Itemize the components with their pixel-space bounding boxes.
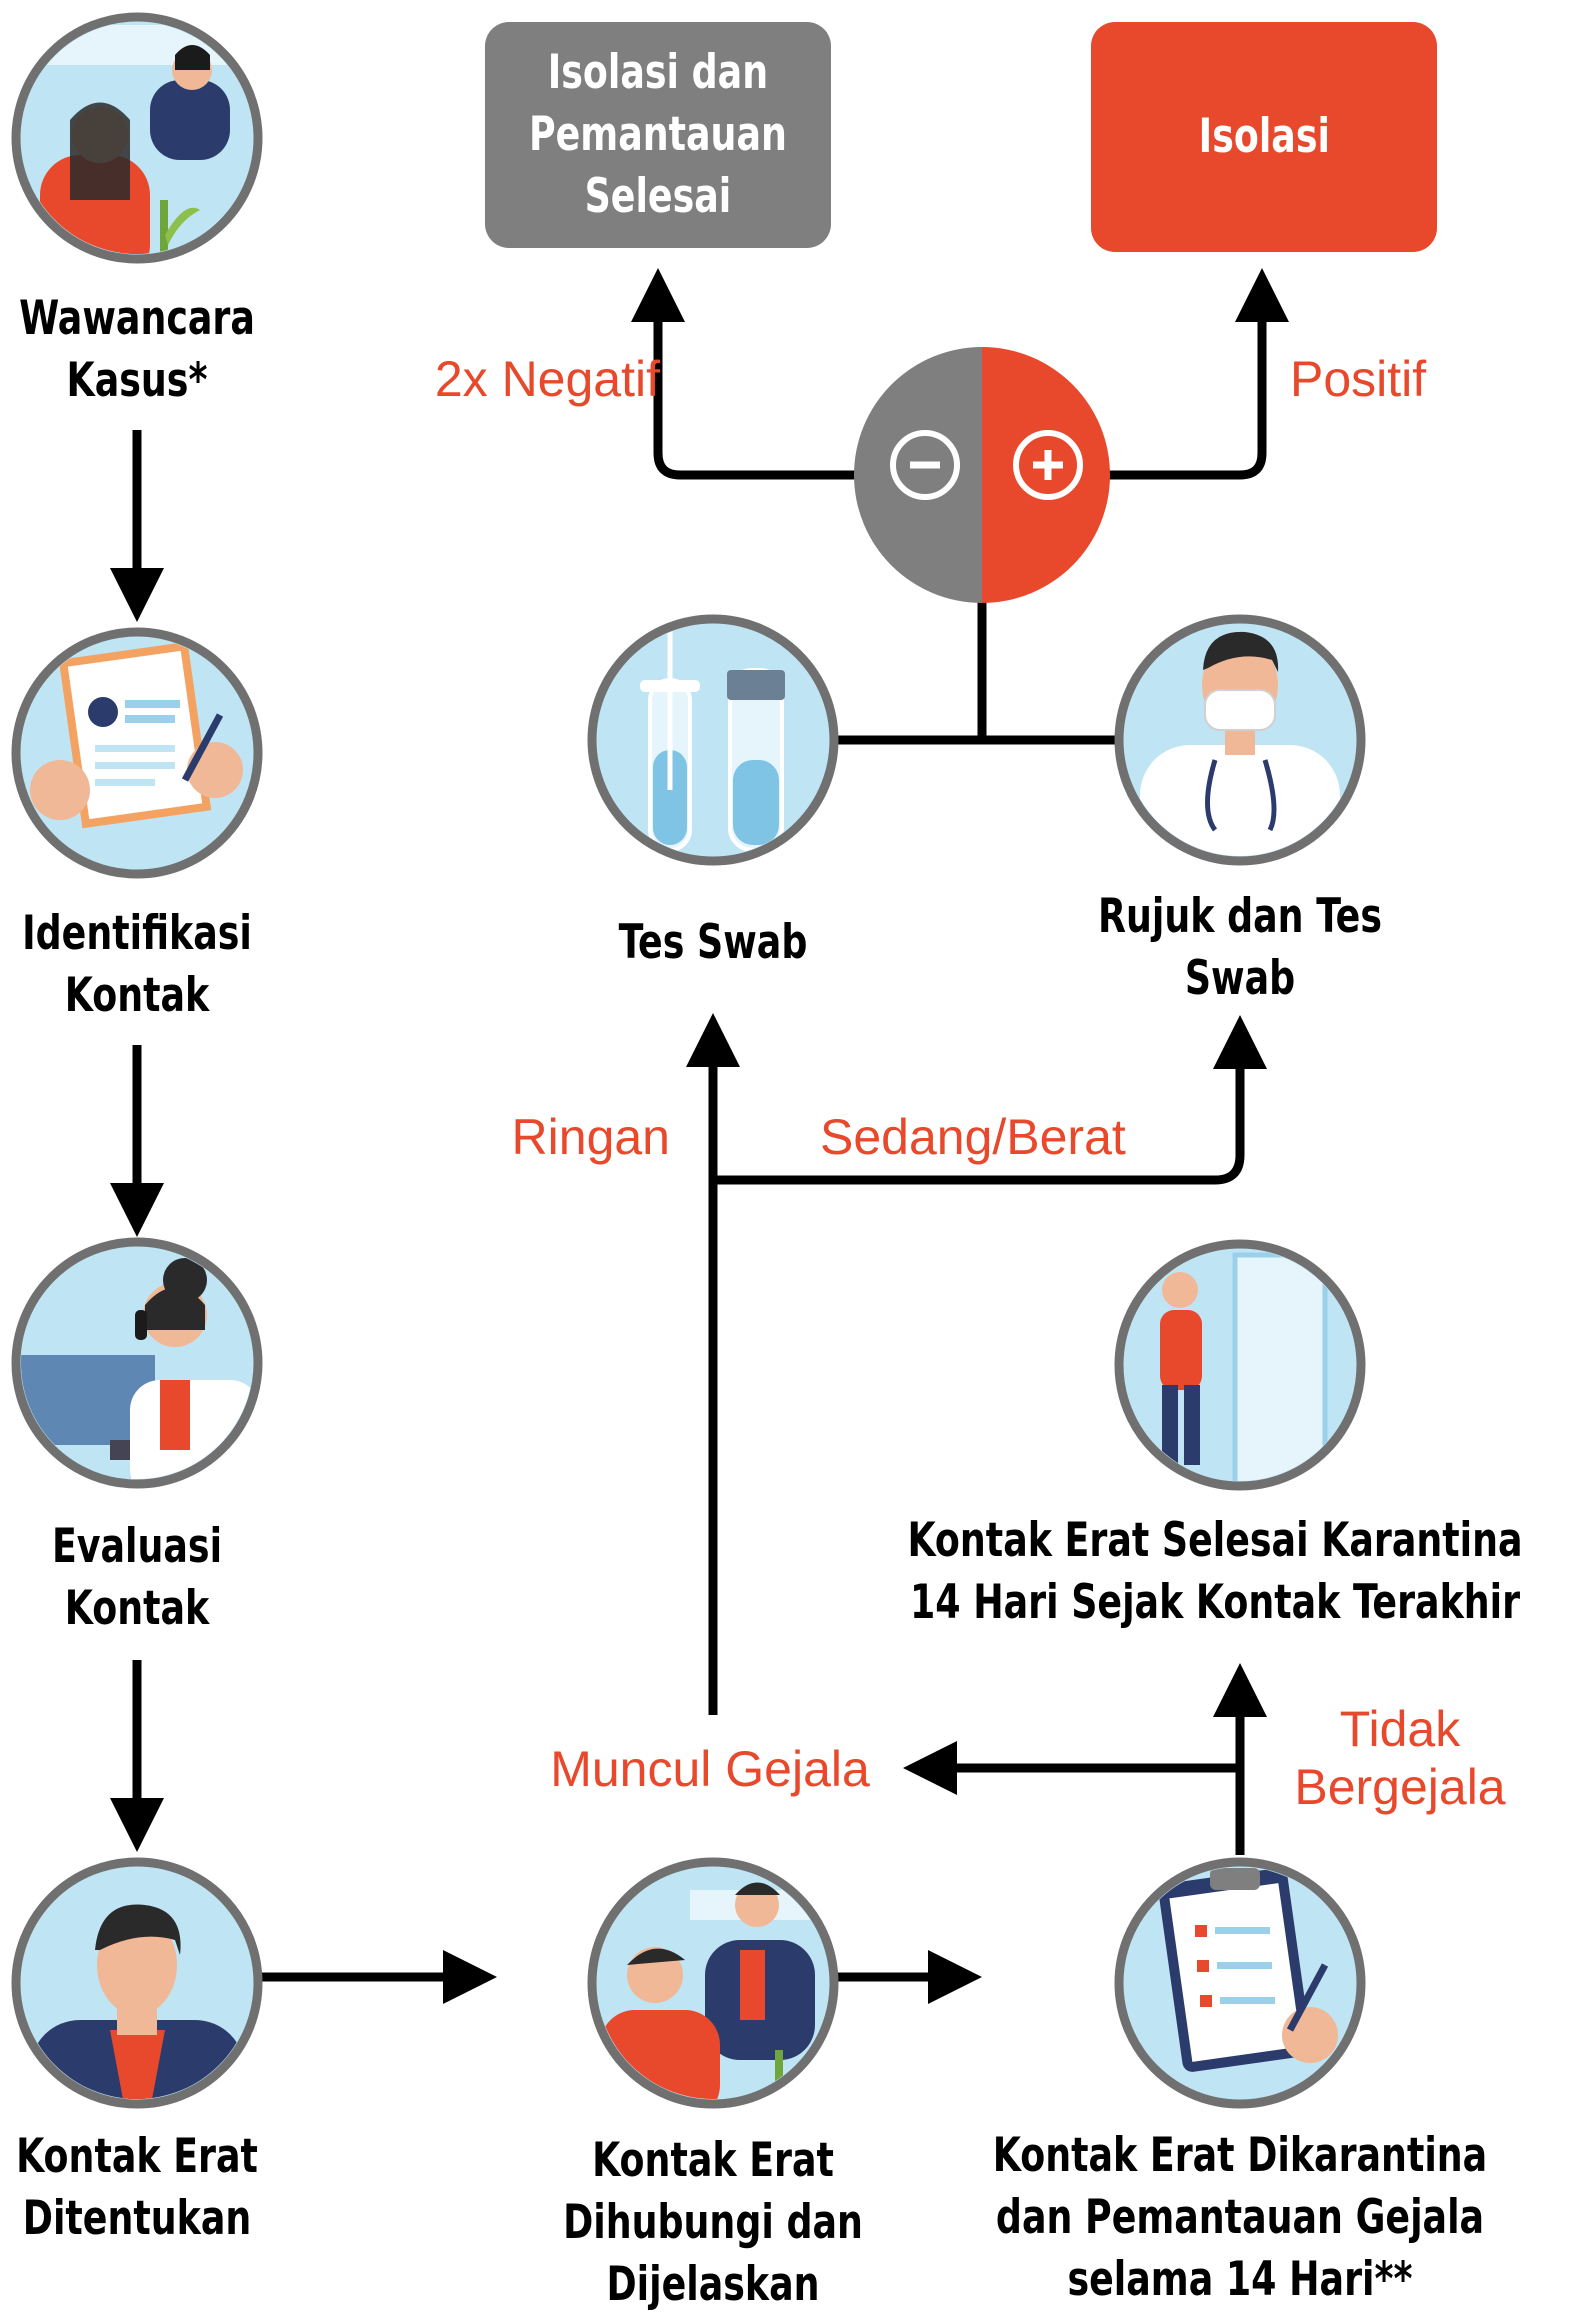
phone-talk-icon [587, 1857, 839, 2109]
step-wawancara-label: Wawancara Kasus* [19, 291, 255, 408]
edge-muncul-gejala-label: Muncul Gejala [550, 1741, 870, 1797]
person-leaving-icon [1114, 1239, 1366, 1491]
step-tes-swab-label: Tes Swab [618, 915, 808, 970]
step-identifikasi-label: Identifikasi Kontak [22, 906, 252, 1023]
person-icon [11, 1857, 263, 2109]
isolasi-label: Isolasi [1198, 109, 1330, 164]
edge-tidak-bergejala-label: Tidak Bergejala [1294, 1701, 1506, 1815]
arrow-positif [1094, 268, 1289, 480]
connectors [110, 268, 1289, 2004]
edge-negatif-label: 2x Negatif [434, 351, 660, 407]
negative-positive-result-icon [854, 347, 1110, 603]
isolasi-box: Isolasi [1091, 22, 1437, 252]
clipboard-checklist-icon [1114, 1857, 1366, 2109]
step-ditentukan-label: Kontak Erat Ditentukan [16, 2129, 258, 2246]
arrow-negatif [631, 268, 870, 480]
edge-positif-label: Positif [1290, 351, 1427, 407]
step-evaluasi-label: Evaluasi Kontak [51, 1519, 223, 1636]
step-dihubungi-label: Kontak Erat Dihubungi dan Dijelaskan [563, 2133, 863, 2312]
step-rujuk-label: Rujuk dan Tes Swab [1098, 889, 1382, 1006]
test-tube-icon [587, 614, 839, 866]
document-form-icon [11, 627, 263, 879]
step-dikarantina-label: Kontak Erat Dikarantina dan Pemantauan G… [992, 2128, 1488, 2307]
arrow-sedang-berat [713, 1015, 1267, 1185]
connector-swab-rujuk [836, 585, 1118, 745]
phone-call-icon [11, 12, 263, 264]
step-selesai-karantina-label: Kontak Erat Selesai Karantina 14 Hari Se… [907, 1513, 1523, 1630]
doctor-icon [1114, 614, 1366, 866]
isolasi-selesai-label: Isolasi dan Pemantauan Selesai [529, 45, 787, 224]
call-center-icon [11, 1237, 263, 1489]
isolasi-selesai-box: Isolasi dan Pemantauan Selesai [485, 22, 831, 248]
edge-ringan-label: Ringan [511, 1109, 670, 1165]
edge-sedang-berat-label: Sedang/Berat [820, 1109, 1126, 1165]
